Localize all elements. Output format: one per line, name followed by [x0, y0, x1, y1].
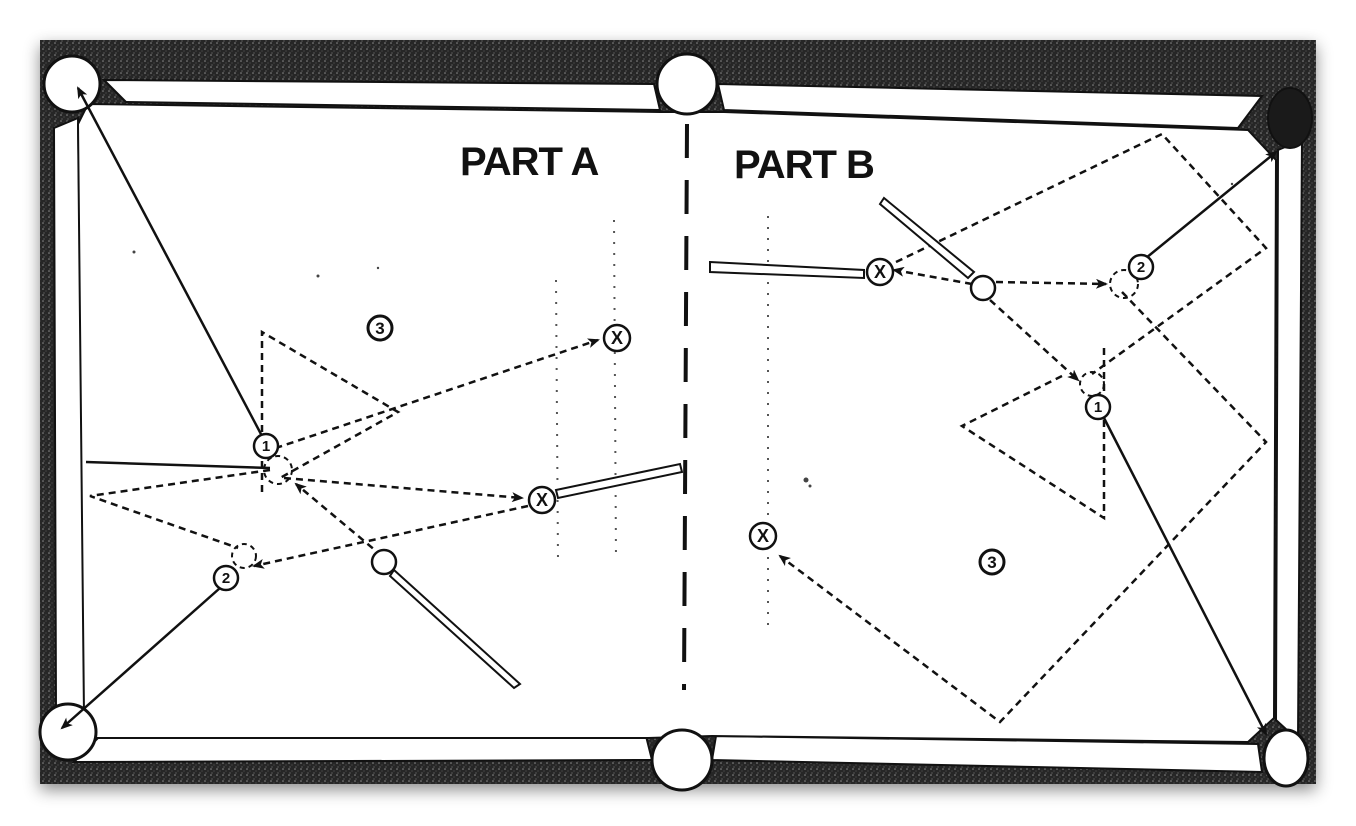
part-b-paths — [778, 132, 1278, 736]
pocket-bottom-middle — [650, 728, 714, 792]
cushion-right — [1274, 138, 1304, 743]
part-b-ball-1: 1 — [1084, 393, 1112, 421]
pocket-top-right — [1267, 87, 1313, 149]
svg-text:1: 1 — [1094, 399, 1102, 416]
pocket-top-middle — [655, 52, 719, 116]
part-a-cue-ball — [370, 548, 398, 576]
cushion-bottom-left — [71, 734, 654, 764]
cushion-top-right — [716, 82, 1264, 130]
svg-text:1: 1 — [262, 438, 270, 455]
svg-text:3: 3 — [375, 319, 384, 338]
svg-text:X: X — [536, 490, 548, 510]
part-b-target-x-lower: X — [748, 521, 778, 551]
part-a-cue-sticks — [388, 462, 684, 690]
pocket-bottom-right — [1262, 728, 1310, 788]
pocket-bottom-left — [38, 702, 98, 762]
pocket-top-left — [42, 54, 102, 114]
part-b-ball-2: 2 — [1127, 253, 1155, 281]
part-a-target-x-lower: X — [527, 485, 557, 515]
part-b-cue-ball — [969, 274, 997, 302]
part-b-label: PART B — [734, 143, 874, 187]
svg-text:X: X — [757, 526, 769, 546]
part-a-paths — [60, 86, 600, 730]
part-a-target-x-upper: X — [602, 323, 632, 353]
part-a-label: PART A — [460, 140, 599, 184]
cushion-top-left — [101, 78, 662, 112]
part-a-ball-2: 2 — [212, 564, 240, 592]
svg-text:X: X — [611, 328, 623, 348]
part-a-ball-3: 3 — [366, 314, 394, 342]
reference-dotted-lines — [555, 216, 769, 630]
svg-text:X: X — [874, 262, 886, 282]
print-specks — [132, 182, 1234, 488]
center-divider — [682, 123, 689, 691]
svg-text:2: 2 — [1137, 259, 1145, 276]
part-b-ball-3: 3 — [978, 548, 1006, 576]
pockets — [38, 52, 1313, 792]
svg-text:3: 3 — [987, 553, 996, 572]
part-b-cue-sticks — [709, 196, 976, 280]
part-a-ball-1: 1 — [252, 432, 280, 460]
table-bed — [76, 102, 1278, 744]
cushion-bottom-right — [710, 734, 1264, 774]
svg-text:2: 2 — [222, 570, 230, 587]
part-b-target-x-upper: X — [865, 257, 895, 287]
